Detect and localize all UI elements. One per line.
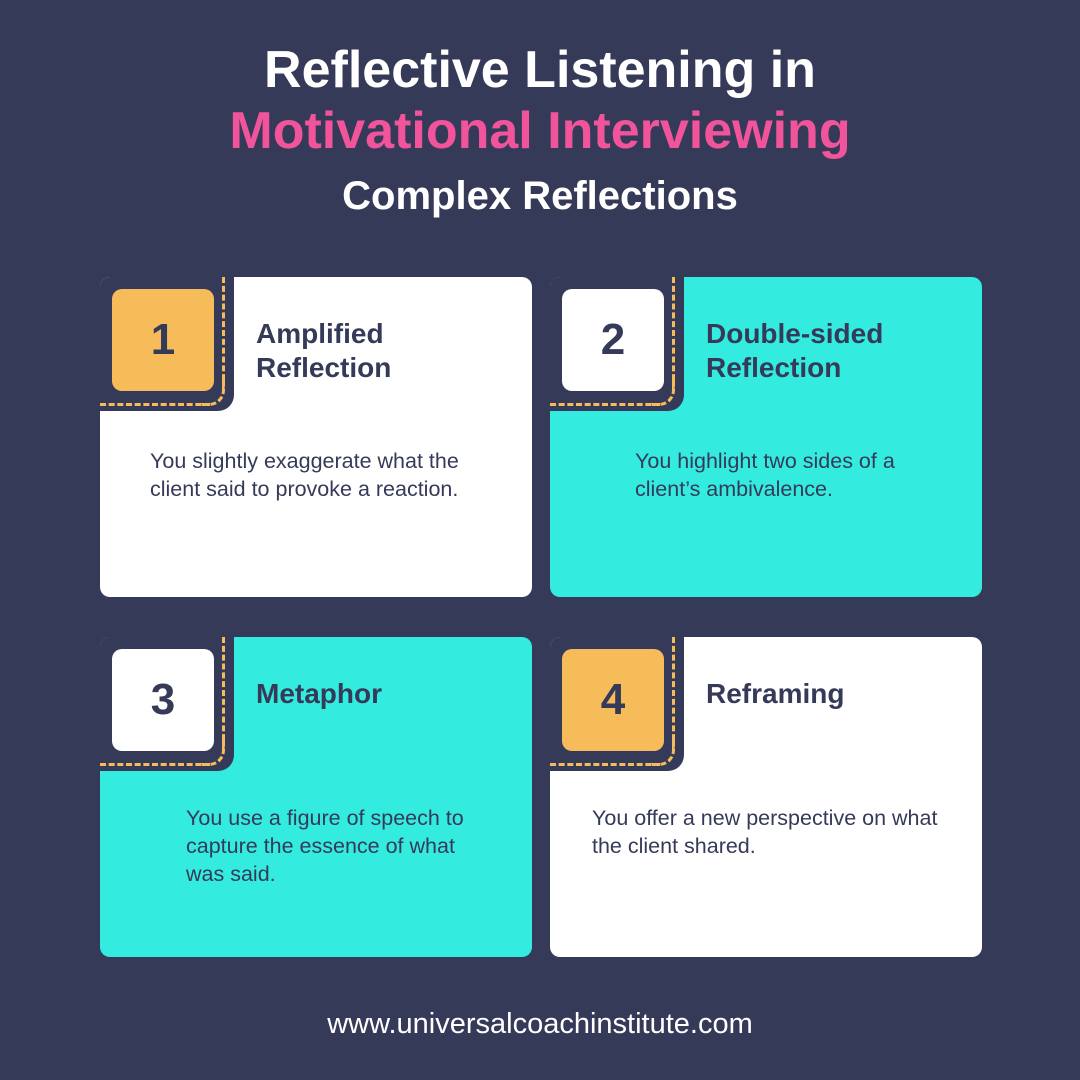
reflection-card-amplified: 1 Amplified Reflection You slightly exag…	[100, 277, 532, 597]
card-number-badge: 1	[112, 289, 214, 391]
dashed-border-horizontal	[550, 763, 660, 766]
card-title: Metaphor	[256, 678, 382, 709]
card-description: You offer a new perspective on what the …	[592, 806, 938, 858]
website-url: www.universalcoachinstitute.com	[327, 1008, 753, 1040]
reflection-card-reframing: 4 Reframing You offer a new perspective …	[550, 637, 982, 957]
reflection-card-metaphor: 3 Metaphor You use a figure of speech to…	[100, 637, 532, 957]
dashed-border-vertical	[672, 277, 675, 389]
card-description: You use a figure of speech to capture th…	[186, 806, 464, 886]
dashed-border-corner	[650, 737, 675, 766]
dashed-border-corner	[650, 377, 675, 406]
card-number-badge: 4	[562, 649, 664, 751]
card-number-badge: 3	[112, 649, 214, 751]
page-subtitle: Complex Reflections	[342, 174, 738, 218]
page-title-highlight: Motivational Interviewing	[229, 102, 851, 160]
dashed-border-horizontal	[100, 403, 210, 406]
card-title: Reframing	[706, 678, 845, 709]
card-number-badge: 2	[562, 289, 664, 391]
card-description: You slightly exaggerate what the client …	[150, 449, 459, 501]
page-title: Reflective Listening in	[264, 41, 816, 99]
card-description: You highlight two sides of a client’s am…	[635, 449, 895, 501]
dashed-border-vertical	[672, 637, 675, 749]
dashed-border-corner	[200, 737, 225, 766]
dashed-border-horizontal	[100, 763, 210, 766]
dashed-border-vertical	[222, 637, 225, 749]
dashed-border-horizontal	[550, 403, 660, 406]
reflection-card-double-sided: 2 Double-sided Reflection You highlight …	[550, 277, 982, 597]
card-title: Double-sided Reflection	[706, 318, 884, 383]
dashed-border-vertical	[222, 277, 225, 389]
card-title: Amplified Reflection	[256, 318, 392, 383]
dashed-border-corner	[200, 377, 225, 406]
